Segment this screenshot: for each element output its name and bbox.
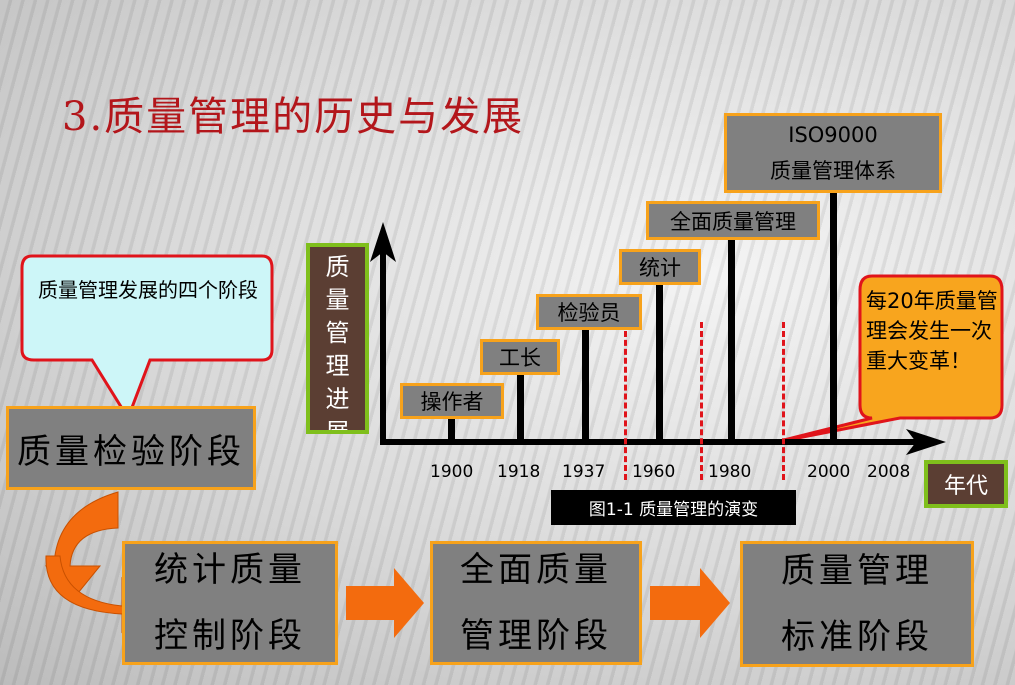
bar-statistics xyxy=(656,285,663,442)
y-axis-title-char: 质 xyxy=(325,253,350,281)
bar-tqm xyxy=(728,240,735,442)
bar-foreman xyxy=(517,375,524,442)
stage-total-quality: 全面质量 管理阶段 xyxy=(430,541,642,665)
tick-label: 1937 xyxy=(562,462,606,482)
arrow-stage2-to-3 xyxy=(346,568,424,638)
y-axis-title: 质 量 管 理 进 展 xyxy=(306,243,369,434)
callout-left-text: 质量管理发展的四个阶段 xyxy=(38,278,258,302)
x-axis-arrowhead xyxy=(906,429,946,455)
label-inspector: 检验员 xyxy=(536,294,642,330)
stage-statistical-control: 统计质量 控制阶段 xyxy=(122,541,338,665)
arrow-stage3-to-4 xyxy=(650,568,730,638)
bar-operator xyxy=(448,418,455,442)
tick-label: 2008 xyxy=(867,462,911,482)
y-axis-title-char: 量 xyxy=(325,286,350,314)
dashed-divider xyxy=(700,322,703,480)
dashed-divider xyxy=(782,322,785,480)
label-iso: ISO9000 质量管理体系 xyxy=(724,113,942,193)
figure-caption: 图1-1 质量管理的演变 xyxy=(551,490,796,525)
label-tqm: 全面质量管理 xyxy=(646,201,820,240)
page-title: 3.质量管理的历史与发展 xyxy=(62,94,525,140)
y-axis-title-char: 理 xyxy=(325,352,350,380)
label-iso-line1: ISO9000 xyxy=(788,123,878,147)
stage-inspection: 质量检验阶段 xyxy=(6,406,256,490)
stage-total-quality-line1: 全面质量 xyxy=(460,549,612,590)
stage-total-quality-line2: 管理阶段 xyxy=(460,616,612,656)
stage-statistical-control-line2: 控制阶段 xyxy=(154,616,306,656)
callout-right-bubble xyxy=(771,274,1004,445)
tick-label: 2000 xyxy=(807,462,851,482)
label-operator: 操作者 xyxy=(400,383,504,419)
label-statistics: 统计 xyxy=(619,249,701,285)
stage-standardization: 质量管理 标准阶段 xyxy=(740,541,974,667)
stage-statistical-control-line1: 统计质量 xyxy=(154,549,306,590)
x-axis-title: 年代 xyxy=(924,460,1008,508)
tick-label: 1900 xyxy=(430,462,474,482)
tick-label: 1980 xyxy=(708,462,752,482)
y-axis-title-char: 管 xyxy=(325,319,350,347)
label-foreman: 工长 xyxy=(480,339,560,375)
tick-label: 1960 xyxy=(632,462,676,482)
tick-label: 1918 xyxy=(497,462,541,482)
callout-left-bubble xyxy=(20,254,274,422)
bar-iso xyxy=(830,192,837,442)
y-axis-title-char: 进 xyxy=(325,385,350,413)
y-axis-arrowhead xyxy=(370,222,396,262)
stage-standardization-line2: 标准阶段 xyxy=(781,617,933,657)
callout-right-text: 每20年质量管理会发生一次重大变革！ xyxy=(866,289,998,373)
y-axis-title-char: 展 xyxy=(325,418,350,434)
dashed-divider xyxy=(624,322,627,480)
label-iso-line2: 质量管理体系 xyxy=(770,159,896,183)
stage-standardization-line1: 质量管理 xyxy=(781,550,933,591)
bar-inspector xyxy=(582,330,589,442)
